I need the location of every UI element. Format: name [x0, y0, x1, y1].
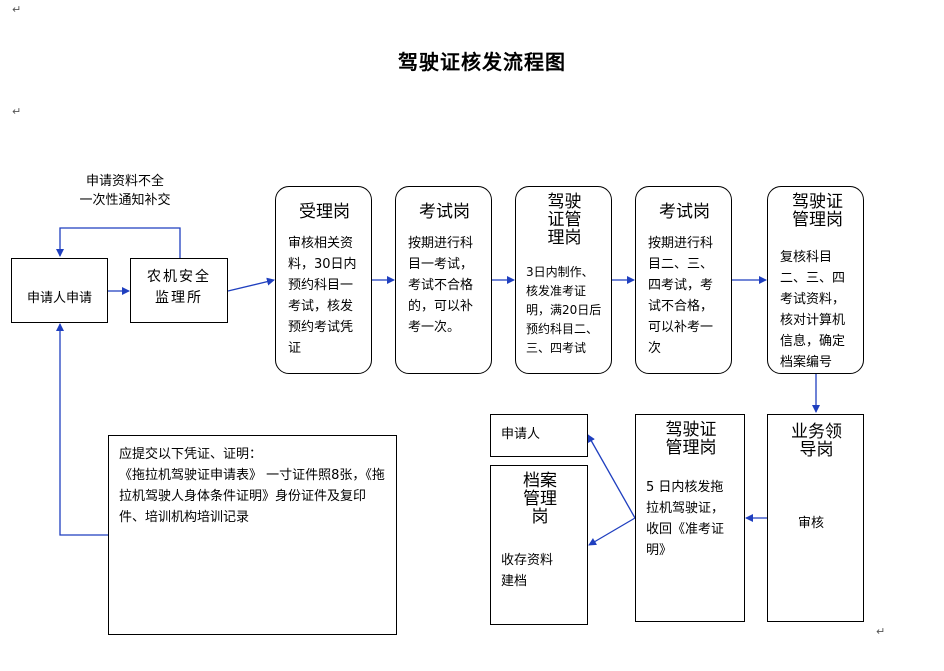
- license-mgmt3-box: 驾驶证管理岗 5 日内核发拖拉机驾驶证，收回《准考证明》: [635, 414, 745, 622]
- acceptance-box: 受理岗 审核相关资料，30日内预约科目一考试，核发预约考试凭证: [275, 186, 372, 374]
- acceptance-title: 受理岗: [299, 202, 350, 222]
- applicant-box: 申请人申请: [11, 258, 108, 323]
- incomplete-note-line2: 一次性通知补交: [79, 193, 171, 208]
- license-mgmt1-box: 驾驶证管理岗 3日内制作、核发准考证明，满20日后预约科目二、三、四考试: [515, 186, 612, 374]
- applicant-receive-box: 申请人: [490, 414, 588, 457]
- leader-box: 业务领导岗 审核: [767, 414, 864, 622]
- arrow-office-to-acceptance: [227, 277, 275, 292]
- page-title: 驾驶证核发流程图: [398, 50, 566, 74]
- arrow-incomplete-return: [56, 227, 181, 258]
- exam2-title: 考试岗: [659, 202, 710, 222]
- license-mgmt2-body: 复核科目二、三、四考试资料，核对计算机信息，确定档案编号: [780, 250, 846, 370]
- paragraph-mark: ↵: [12, 3, 22, 16]
- incomplete-note: 申请资料不全 一次性通知补交: [70, 172, 180, 210]
- exam1-box: 考试岗 按期进行科目一考试，考试不合格的，可以补考一次。: [395, 186, 492, 374]
- license-mgmt3-body: 5 日内核发拖拉机驾驶证，收回《准考证明》: [646, 480, 725, 558]
- documents-intro: 应提交以下凭证、证明：: [119, 447, 263, 462]
- archive-body: 收存资料建档: [501, 553, 554, 589]
- paragraph-mark: ↵: [876, 625, 886, 638]
- license-mgmt1-body: 3日内制作、核发准考证明，满20日后预约科目二、三、四考试: [526, 265, 602, 355]
- leader-title: 业务领导岗: [791, 422, 842, 460]
- archive-box: 档案管理岗 收存资料建档: [490, 465, 588, 625]
- applicant-label: 申请人申请: [26, 291, 92, 306]
- applicant-receive-label: 申请人: [501, 427, 541, 442]
- arrow-mgmt3-to-archive: [588, 517, 636, 546]
- documents-list: 《拖拉机驾驶证申请表》 一寸证件照8张，《拖拉机驾驶人身体条件证明》身份证件及复…: [119, 468, 385, 525]
- arrow-mgmt3-to-applicant: [587, 434, 636, 519]
- exam1-body: 按期进行科目一考试，考试不合格的，可以补考一次。: [408, 236, 474, 335]
- archive-title: 档案管理岗: [523, 471, 557, 527]
- license-mgmt1-title: 驾驶证管理岗: [547, 192, 582, 248]
- license-mgmt2-box: 驾驶证管理岗 复核科目二、三、四考试资料，核对计算机信息，确定档案编号: [767, 186, 864, 374]
- license-mgmt3-title: 驾驶证管理岗: [665, 420, 717, 458]
- exam2-box: 考试岗 按期进行科目二、三、四考试，考试不合格，可以补考一次: [635, 186, 732, 374]
- safety-office-box: 农机安全监理所: [130, 258, 228, 323]
- leader-body: 审核: [798, 516, 825, 531]
- incomplete-note-line1: 申请资料不全: [85, 174, 164, 189]
- license-mgmt2-title: 驾驶证管理岗: [792, 192, 843, 230]
- safety-office-label: 农机安全监理所: [147, 269, 211, 306]
- acceptance-body: 审核相关资料，30日内预约科目一考试，核发预约考试凭证: [288, 236, 357, 356]
- paragraph-mark: ↵: [12, 105, 22, 118]
- arrow-documents-to-applicant: [56, 323, 108, 536]
- documents-box: 应提交以下凭证、证明： 《拖拉机驾驶证申请表》 一寸证件照8张，《拖拉机驾驶人身…: [108, 435, 397, 635]
- exam2-body: 按期进行科目二、三、四考试，考试不合格，可以补考一次: [648, 236, 714, 356]
- exam1-title: 考试岗: [419, 202, 470, 222]
